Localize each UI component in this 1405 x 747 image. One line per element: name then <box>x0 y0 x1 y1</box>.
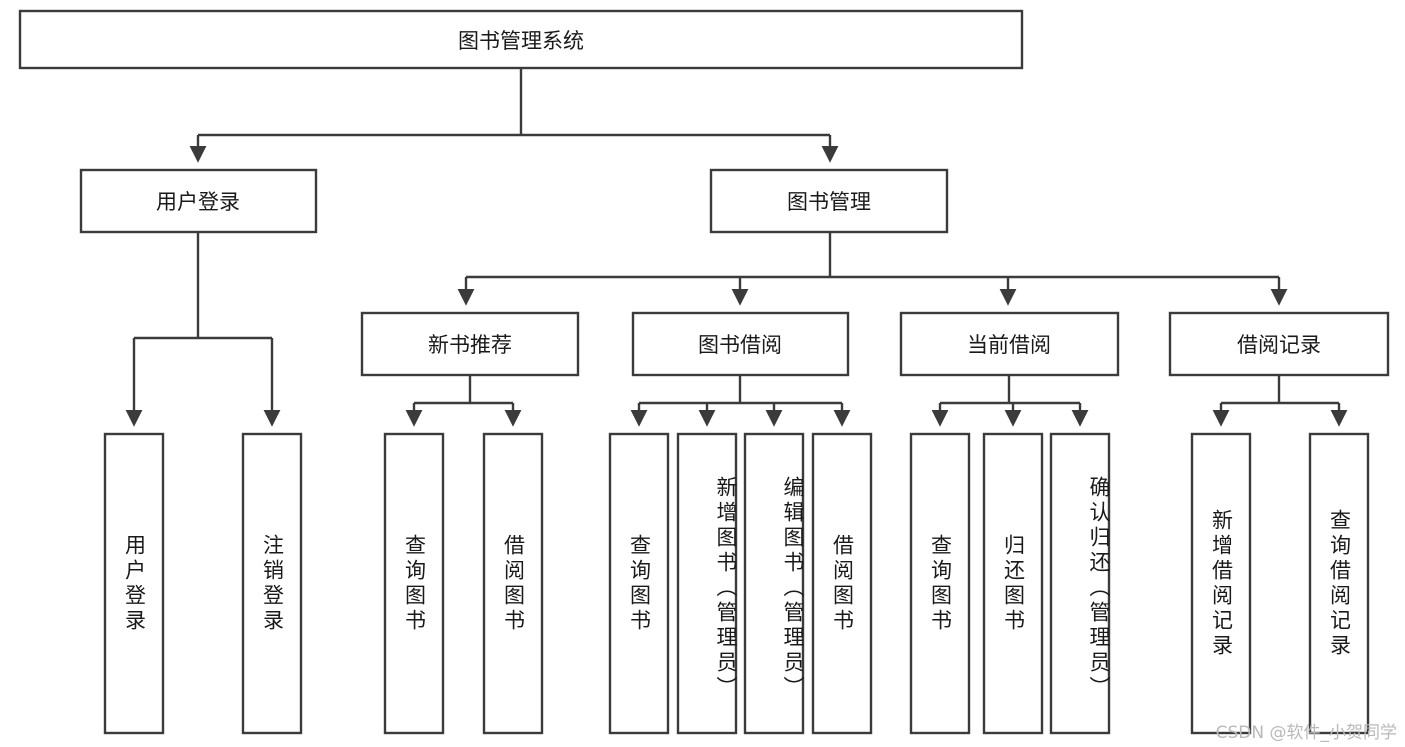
node-leaf-confirm-return-admin-rect[interactable] <box>1049 432 1111 735</box>
node-root-label: 图书管理系统 <box>458 29 584 53</box>
node-leaf-borrow-book-recommend-rect[interactable] <box>482 432 544 735</box>
watermark-text: CSDN @软件_小贺同学 <box>1215 723 1397 743</box>
node-leaf-add-book-admin-rect[interactable] <box>676 432 738 735</box>
node-leaf-query-book-borrow-rect[interactable] <box>608 432 670 735</box>
connector-group-user-login <box>125 232 281 427</box>
node-borrow-records[interactable]: 借阅记录 <box>1168 311 1390 377</box>
leaf-rect-group <box>103 432 1370 735</box>
node-current-borrow[interactable]: 当前借阅 <box>899 311 1120 377</box>
node-book-borrow-rect[interactable] <box>631 311 850 377</box>
node-current-borrow-label: 当前借阅 <box>967 333 1051 357</box>
connector-group-book-management <box>457 232 1288 306</box>
node-borrow-records-label: 借阅记录 <box>1237 333 1321 357</box>
node-book-management[interactable]: 图书管理 <box>709 168 949 234</box>
node-leaf-add-borrow-record-rect[interactable] <box>1190 432 1252 735</box>
node-new-book-recommend-label: 新书推荐 <box>428 333 512 357</box>
node-leaf-query-book-current-rect[interactable] <box>909 432 971 735</box>
node-leaf-return-book-rect[interactable] <box>982 432 1044 735</box>
connector-group-new-book-recommend <box>405 375 522 427</box>
node-user-login-label: 用户登录 <box>156 190 240 214</box>
node-leaf-user-login-rect[interactable] <box>103 432 165 735</box>
node-book-borrow[interactable]: 图书借阅 <box>631 311 850 377</box>
node-user-login[interactable]: 用户登录 <box>79 168 318 234</box>
node-borrow-records-rect[interactable] <box>1168 311 1390 377</box>
connector-group-root <box>189 68 839 163</box>
connector-group-borrow-records <box>1212 375 1348 427</box>
node-new-book-recommend[interactable]: 新书推荐 <box>360 311 580 377</box>
node-new-book-recommend-rect[interactable] <box>360 311 580 377</box>
node-current-borrow-rect[interactable] <box>899 311 1120 377</box>
node-user-login-rect[interactable] <box>79 168 318 234</box>
node-root[interactable]: 图书管理系统 <box>18 9 1024 70</box>
node-root-rect[interactable] <box>18 9 1024 70</box>
node-leaf-user-logout-rect[interactable] <box>241 432 303 735</box>
node-book-management-label: 图书管理 <box>787 190 871 214</box>
node-leaf-query-book-recommend-rect[interactable] <box>383 432 445 735</box>
node-leaf-edit-book-admin-rect[interactable] <box>743 432 805 735</box>
connector-group-current-borrow <box>931 375 1089 427</box>
node-book-borrow-label: 图书借阅 <box>698 333 782 357</box>
node-leaf-borrow-book-rect[interactable] <box>811 432 873 735</box>
connector-group-book-borrow <box>630 375 851 427</box>
node-book-management-rect[interactable] <box>709 168 949 234</box>
node-leaf-query-borrow-record-rect[interactable] <box>1308 432 1370 735</box>
